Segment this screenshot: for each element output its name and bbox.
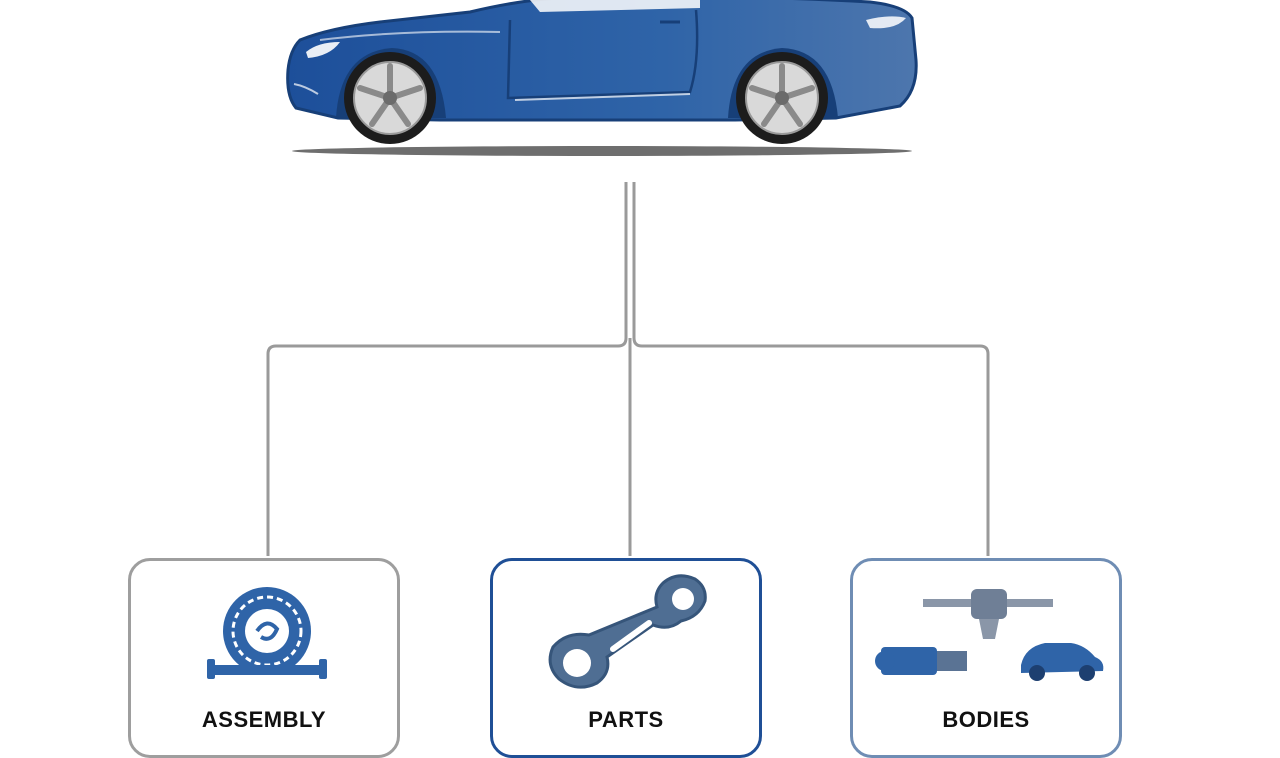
bodies-collection-icon: [875, 589, 1104, 681]
tire-assembly-icon: [207, 587, 327, 679]
category-label-parts: PARTS: [588, 707, 664, 732]
car-hierarchy-diagram: ASSEMBLY PARTS BODIES: [128, 0, 1122, 758]
wrench-link-icon: [548, 574, 707, 689]
sports-car-icon: [286, 0, 918, 156]
category-card-bodies[interactable]: BODIES: [850, 558, 1122, 758]
category-label-assembly: ASSEMBLY: [201, 707, 327, 732]
category-card-parts[interactable]: PARTS: [490, 558, 762, 758]
category-card-assembly[interactable]: ASSEMBLY: [128, 558, 400, 758]
category-label-bodies: BODIES: [942, 707, 1030, 732]
